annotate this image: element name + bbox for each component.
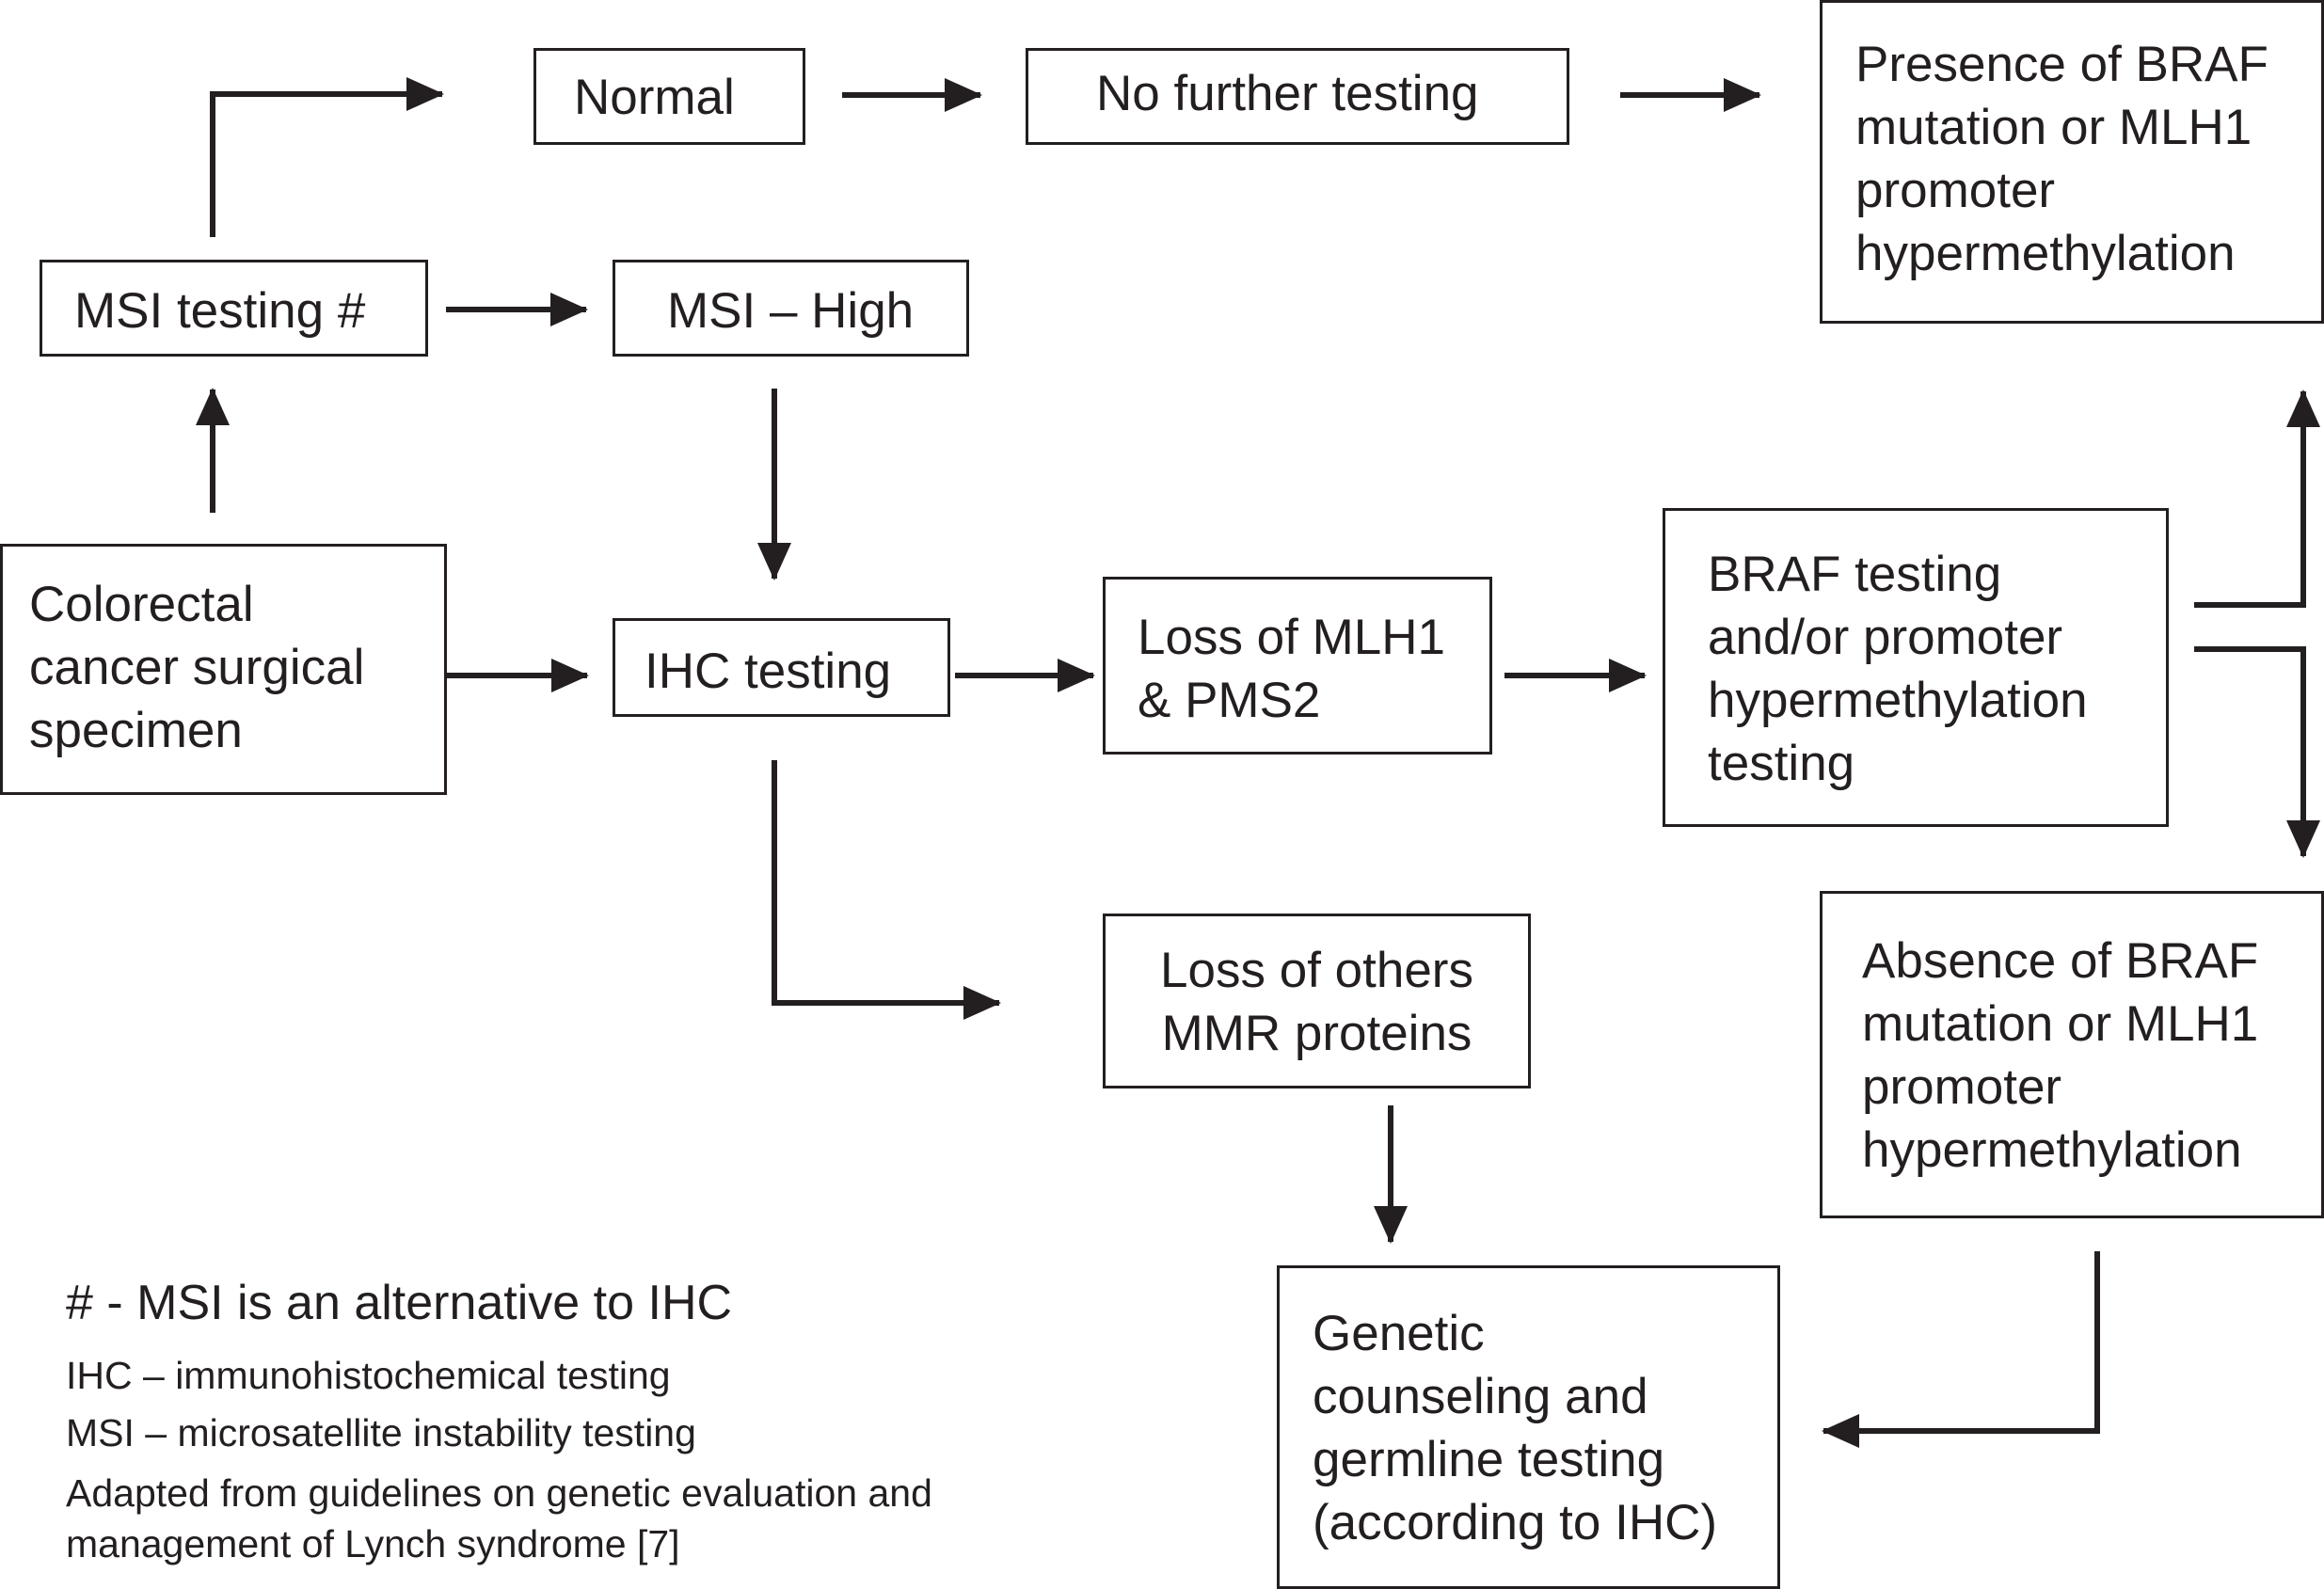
- braf-testing-box: BRAF testing and/or promoter hypermethyl…: [1663, 508, 2169, 827]
- no-further-testing-label: No further testing: [1096, 66, 1479, 121]
- loss-mlh1-pms2-box: Loss of MLH1 & PMS2: [1103, 577, 1492, 755]
- braf-absent-label: Absence of BRAF mutation or MLH1 promote…: [1862, 933, 2259, 1178]
- ihc-testing-box: IHC testing: [613, 618, 950, 717]
- arrow-ihc-to-loss-others: [772, 760, 1001, 1020]
- genetic-counseling-box: Genetic counseling and germline testing …: [1277, 1265, 1780, 1589]
- specimen-box: Colorectal cancer surgical specimen: [0, 544, 447, 795]
- braf-absent-box: Absence of BRAF mutation or MLH1 promote…: [1820, 891, 2324, 1218]
- braf-present-box: Presence of BRAF mutation or MLH1 promot…: [1820, 0, 2324, 324]
- note-source-line-2: management of Lynch syndrome [7]: [66, 1522, 680, 1565]
- note-ihc-definition: IHC – immunohistochemical testing: [66, 1354, 671, 1397]
- specimen-label: Colorectal cancer surgical specimen: [29, 577, 365, 758]
- msi-high-label: MSI – High: [667, 283, 915, 339]
- no-further-testing-box: No further testing: [1026, 48, 1569, 145]
- arrow-braf-testing-to-braf-present: [2194, 389, 2320, 608]
- loss-others-mmr-label: Loss of others MMR proteins: [1160, 943, 1473, 1061]
- arrow-msi-to-normal: [210, 77, 444, 237]
- msi-testing-label: MSI testing #: [74, 283, 366, 339]
- note-msi-alternative: # - MSI is an alternative to IHC: [66, 1276, 733, 1330]
- braf-testing-label: BRAF testing and/or promoter hypermethyl…: [1708, 547, 2088, 791]
- note-msi-definition: MSI – microsatellite instability testing: [66, 1411, 696, 1454]
- arrow-braf-testing-to-braf-absent: [2194, 646, 2320, 858]
- msi-testing-box: MSI testing #: [40, 260, 428, 357]
- genetic-counseling-label: Genetic counseling and germline testing …: [1313, 1306, 1718, 1550]
- loss-mlh1-pms2-label: Loss of MLH1 & PMS2: [1138, 610, 1445, 728]
- normal-label: Normal: [574, 70, 735, 125]
- arrow-braf-absent-to-genetic: [1822, 1251, 2100, 1448]
- braf-present-label: Presence of BRAF mutation or MLH1 promot…: [1855, 37, 2268, 281]
- normal-box: Normal: [533, 48, 805, 145]
- msi-high-box: MSI – High: [613, 260, 969, 357]
- loss-others-mmr-box: Loss of others MMR proteins: [1103, 914, 1531, 1088]
- ihc-testing-label: IHC testing: [645, 644, 892, 699]
- note-source-line-1: Adapted from guidelines on genetic evalu…: [66, 1471, 932, 1515]
